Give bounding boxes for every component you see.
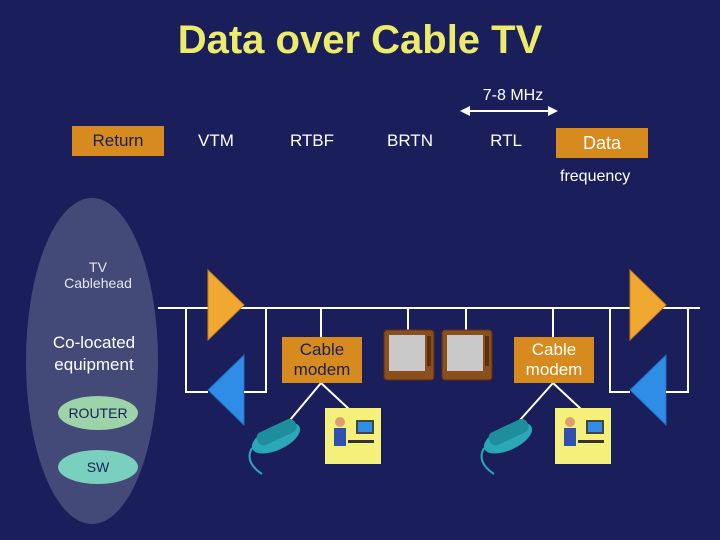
right-amplifier: [609, 268, 689, 427]
router-node: ROUTER: [58, 396, 138, 430]
tv-cablehead-label: TV Cablehead: [64, 259, 132, 291]
colocated-equipment-label: Co-located equipment: [52, 333, 136, 374]
band-rtl: RTL: [490, 131, 522, 150]
tv-icon: [383, 329, 435, 381]
cable-modem: Cable modem: [514, 337, 594, 383]
telephone-icon: [248, 418, 301, 475]
tv-icon: [441, 329, 493, 381]
band-rtbf: RTBF: [289, 131, 335, 150]
band-data: Data: [556, 128, 648, 158]
computer-user-icon: [555, 408, 611, 464]
band-return: Return: [72, 126, 164, 156]
switch-node: SW: [58, 450, 138, 484]
band-vtm: VTM: [198, 131, 234, 150]
frequency-axis-label: frequency: [560, 168, 631, 185]
bandwidth-label: 7-8 MHz: [482, 87, 544, 104]
computer-user-icon: [325, 408, 381, 464]
band-brtn: BRTN: [387, 131, 433, 150]
page-title: Data over Cable TV: [177, 18, 543, 62]
telephone-icon: [480, 418, 533, 475]
bandwidth-arrow: [460, 106, 558, 116]
cable-modem: Cable modem: [282, 337, 362, 383]
left-amplifier: [158, 268, 267, 427]
